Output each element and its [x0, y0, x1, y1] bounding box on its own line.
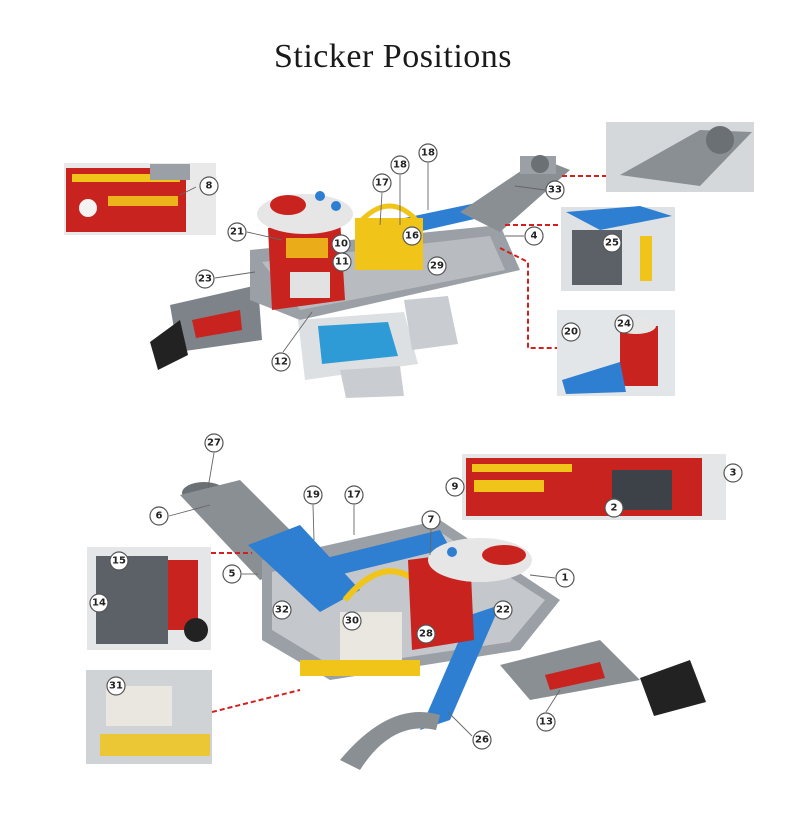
svg-text:18: 18: [393, 160, 407, 171]
svg-text:30: 30: [345, 616, 359, 627]
callout-11: 11: [332, 252, 352, 272]
callout-10: 10: [331, 234, 351, 254]
callouts-top: 8 21 10 17 18 18 16 11 29 23 12 33 4 25 …: [179, 143, 634, 372]
callout-12: 12: [271, 352, 291, 372]
inset-garage: [561, 206, 675, 291]
callout-6: 6: [149, 506, 169, 526]
callouts-bottom: 27 19 17 6 5 15 14 32 30 28 31 7 1 22 9 …: [89, 433, 743, 750]
svg-text:11: 11: [335, 257, 349, 268]
svg-text:12: 12: [274, 357, 288, 368]
callout-17: 17: [372, 173, 392, 193]
callout-22: 22: [493, 600, 513, 620]
svg-text:17: 17: [347, 490, 361, 501]
svg-text:19: 19: [306, 490, 320, 501]
callout-19: 19: [303, 485, 323, 505]
svg-text:22: 22: [496, 605, 510, 616]
svg-text:7: 7: [428, 515, 435, 526]
svg-text:15: 15: [112, 556, 126, 567]
callout-17b: 17: [344, 485, 364, 505]
callout-15: 15: [109, 551, 129, 571]
callout-33: 33: [545, 180, 565, 200]
svg-text:9: 9: [452, 482, 459, 493]
svg-text:28: 28: [419, 629, 433, 640]
svg-text:10: 10: [334, 239, 348, 250]
callout-20: 20: [561, 322, 581, 342]
inset-truck-back: [87, 547, 211, 650]
svg-text:21: 21: [230, 227, 244, 238]
bottom-playset: [86, 454, 726, 770]
svg-text:6: 6: [156, 511, 163, 522]
svg-text:17: 17: [375, 178, 389, 189]
callout-3: 3: [723, 463, 743, 483]
svg-text:5: 5: [229, 569, 236, 580]
callout-30: 30: [342, 611, 362, 631]
svg-text:13: 13: [539, 717, 553, 728]
callout-21: 21: [227, 222, 247, 242]
callout-23: 23: [195, 269, 215, 289]
callout-2: 2: [604, 498, 624, 518]
callout-7: 7: [421, 510, 441, 530]
callout-28: 28: [416, 624, 436, 644]
callout-13: 13: [536, 712, 556, 732]
svg-text:4: 4: [531, 231, 538, 242]
svg-text:33: 33: [548, 185, 562, 196]
callout-9: 9: [445, 477, 465, 497]
callout-18b: 18: [418, 143, 438, 163]
callout-8: 8: [199, 176, 219, 196]
svg-text:18: 18: [421, 148, 435, 159]
svg-text:8: 8: [206, 181, 213, 192]
inset-truck-side-right: [462, 454, 726, 520]
inset-helipad: [606, 122, 754, 192]
inset-tower: [557, 310, 675, 396]
callout-1: 1: [555, 568, 575, 588]
inset-panel: [86, 670, 212, 764]
callout-26: 26: [472, 730, 492, 750]
top-playset: [64, 122, 754, 398]
svg-text:27: 27: [207, 438, 221, 449]
callout-27: 27: [204, 433, 224, 453]
svg-text:24: 24: [617, 319, 631, 330]
page-title: Sticker Positions: [273, 38, 513, 75]
svg-text:23: 23: [198, 274, 212, 285]
svg-text:14: 14: [92, 598, 106, 609]
callout-14: 14: [89, 593, 109, 613]
svg-text:3: 3: [730, 468, 737, 479]
svg-text:16: 16: [405, 231, 419, 242]
callout-18a: 18: [390, 155, 410, 175]
svg-text:31: 31: [109, 681, 123, 692]
callout-25: 25: [602, 233, 622, 253]
svg-text:32: 32: [275, 605, 289, 616]
callout-5: 5: [222, 564, 242, 584]
callout-29: 29: [427, 256, 447, 276]
svg-text:29: 29: [430, 261, 444, 272]
callout-31: 31: [106, 676, 126, 696]
svg-text:20: 20: [564, 327, 578, 338]
svg-text:1: 1: [562, 573, 569, 584]
svg-text:26: 26: [475, 735, 489, 746]
callout-24: 24: [614, 314, 634, 334]
callout-16: 16: [402, 226, 422, 246]
inset-truck-side: [64, 163, 216, 235]
callout-4: 4: [524, 226, 544, 246]
callout-32: 32: [272, 600, 292, 620]
svg-text:25: 25: [605, 238, 619, 249]
svg-text:2: 2: [611, 503, 618, 514]
